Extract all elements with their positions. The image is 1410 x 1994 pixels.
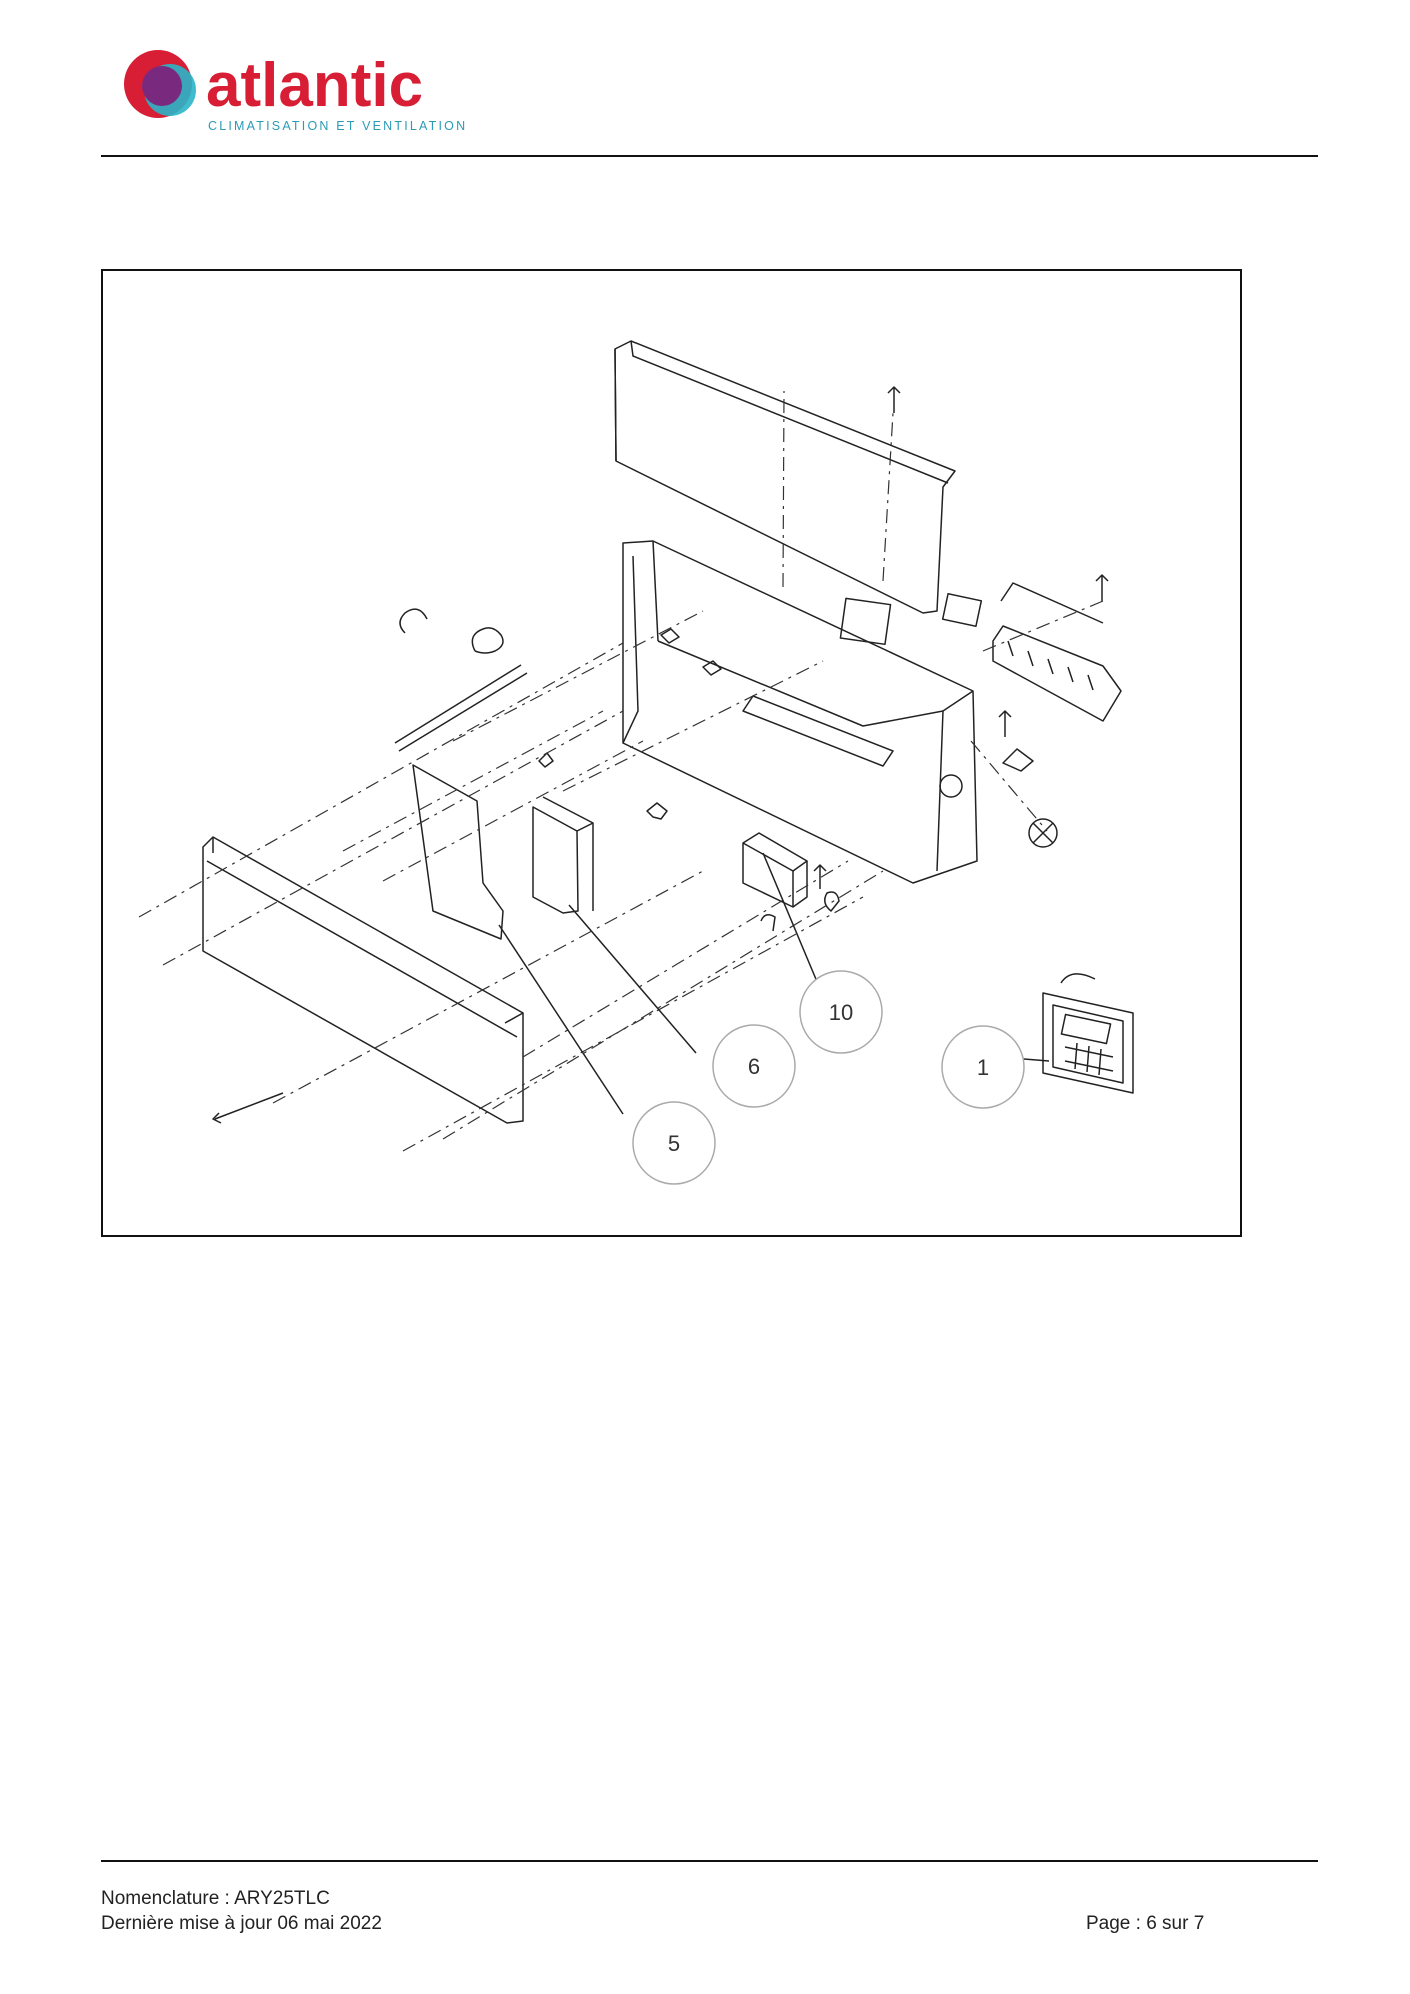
main-housing [622, 540, 978, 884]
terminal-block [941, 582, 1122, 722]
callout-part-5: 5 [632, 1101, 716, 1185]
callout-label-10: 10 [829, 1000, 853, 1025]
logo-mark-icon [124, 50, 196, 118]
top-cover [614, 340, 956, 614]
callout-part-1: 1 [941, 1025, 1025, 1109]
exploded-view-figure: 10 6 1 5 [101, 269, 1242, 1237]
callout-part-10: 10 [799, 970, 883, 1054]
front-panel [202, 836, 524, 1124]
callout-label-1: 1 [977, 1055, 989, 1080]
side-plate [412, 764, 504, 940]
footer-divider [101, 1860, 1318, 1862]
footer-page-number: Page : 6 sur 7 [1086, 1913, 1205, 1934]
atlantic-logo: atlantic CLIMATISATION ET VENTILATION [124, 50, 467, 133]
fasteners [212, 386, 1109, 1124]
callout-label-5: 5 [668, 1131, 680, 1156]
mounting-bracket [532, 796, 594, 914]
callout-part-6: 6 [712, 1024, 796, 1108]
callout-label-6: 6 [748, 1054, 760, 1079]
header-divider [101, 155, 1318, 157]
brand-name: atlantic [206, 51, 423, 120]
exploded-view-drawing: 10 6 1 5 [138, 340, 1134, 1185]
footer-nomenclature: Nomenclature : ARY25TLC [101, 1888, 330, 1909]
cable-harness [394, 608, 722, 820]
brand-tagline: CLIMATISATION ET VENTILATION [208, 119, 467, 133]
footer-updated-date: Dernière mise à jour 06 mai 2022 [101, 1913, 382, 1934]
remote-controller [1042, 973, 1134, 1094]
